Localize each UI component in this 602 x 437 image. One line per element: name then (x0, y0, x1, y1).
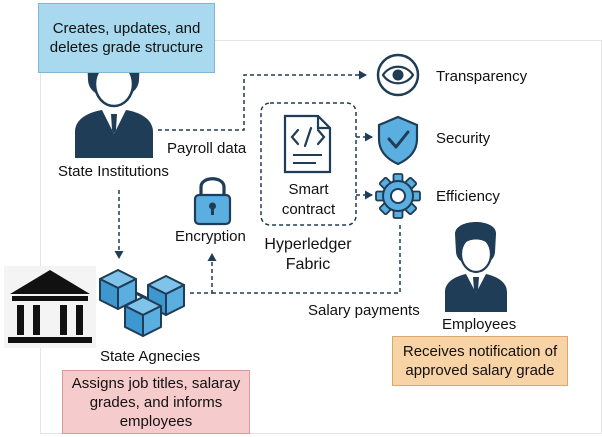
employee-person-icon (445, 222, 507, 312)
payroll-to-transparency-arrow (158, 70, 367, 131)
efficiency-label: Efficiency (436, 188, 500, 205)
agencies-to-encryption-arrow (190, 253, 217, 294)
gear-icon (375, 173, 421, 219)
job-titles-note: Assigns job titles, salaray grades, and … (62, 370, 250, 434)
hyperledger-line: Fabric (285, 256, 331, 273)
note-line: grades, and informs (89, 393, 223, 411)
state-agencies-label: State Agnecies (100, 348, 201, 365)
state-institutions-label: State Institutions (58, 163, 169, 180)
shield-check-icon (377, 115, 419, 166)
note-line: approved salary grade (405, 362, 555, 379)
smart-contract-label: Smart contract (270, 181, 347, 219)
hyperledger-line: Hyperledger (264, 236, 352, 253)
smart-contract-line: Smart (288, 181, 329, 198)
eye-icon (376, 53, 420, 97)
salary-payments-line (212, 225, 401, 294)
salary-payments-label: Salary payments (308, 302, 420, 319)
payroll-data-label: Payroll data (167, 140, 247, 157)
transparency-label: Transparency (436, 68, 528, 85)
smart-contract-line: contract (281, 201, 336, 218)
note-line: deletes grade structure (49, 39, 204, 56)
security-label: Security (436, 130, 491, 147)
note-line: Creates, updates, and (52, 20, 201, 37)
smart-contract-frame (260, 102, 357, 226)
note-line: employees (119, 412, 193, 430)
encryption-label: Encryption (175, 228, 246, 245)
note-line: Assigns job titles, salaray (71, 374, 241, 392)
padlock-icon (193, 177, 232, 226)
note-line: Receives notification of (402, 343, 558, 360)
notification-note: Receives notification of approved salary… (392, 336, 568, 386)
employees-label: Employees (442, 316, 517, 333)
blockchain-cubes-icon (99, 269, 185, 337)
grade-structure-note: Creates, updates, and deletes grade stru… (38, 3, 215, 73)
government-building-icon (4, 266, 96, 348)
hyperledger-fabric-label: Hyperledger Fabric (252, 236, 364, 274)
document-code-icon (283, 114, 332, 174)
